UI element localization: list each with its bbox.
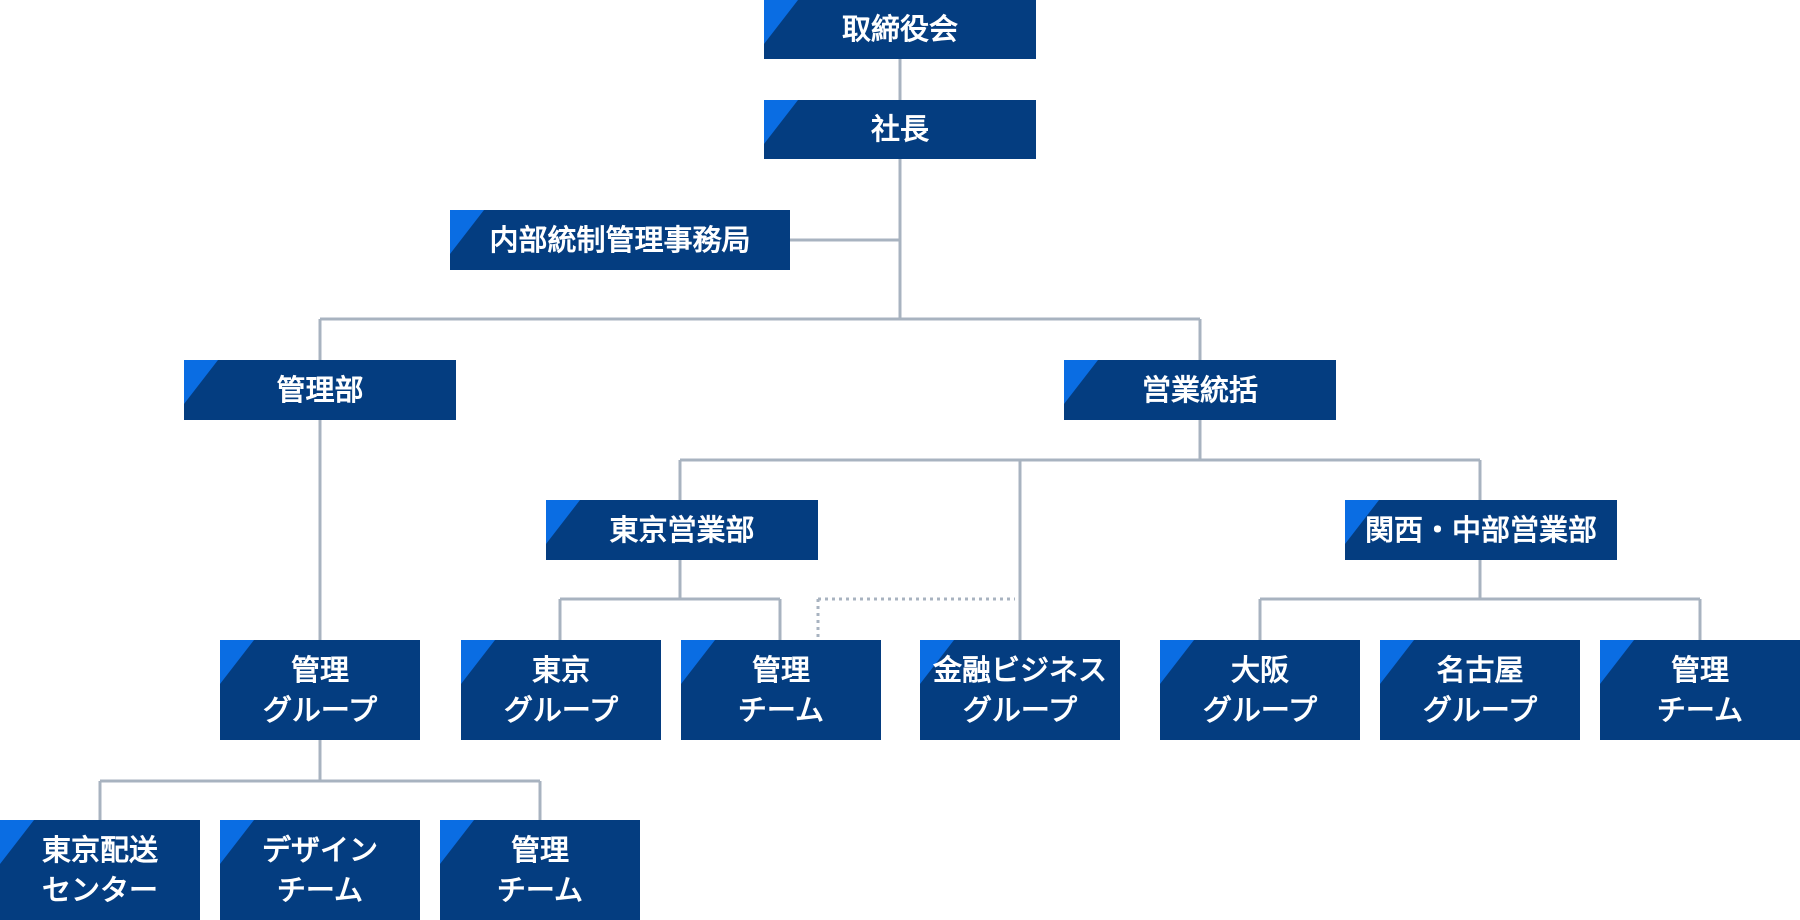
- node-board: 取締役会: [764, 0, 1036, 59]
- accent-triangle: [461, 640, 495, 684]
- node-kansai-admin-team-line2: チーム: [1656, 693, 1744, 727]
- accent-triangle: [681, 640, 715, 684]
- node-president: 社長: [764, 100, 1036, 159]
- node-admin-group-team: 管理チーム: [440, 820, 640, 920]
- node-osaka-group-line2: グループ: [1202, 693, 1318, 727]
- node-admin-group-line2: グループ: [262, 693, 378, 727]
- node-design-team-line1: デザイン: [261, 833, 378, 867]
- node-tokyo-group-line1: 東京: [531, 653, 590, 687]
- node-kansai-admin-team-line1: 管理: [1670, 653, 1729, 687]
- node-nagoya-group-line1: 名古屋: [1436, 653, 1524, 687]
- node-admin-dept: 管理部: [184, 360, 456, 420]
- node-tokyo-admin-team-line1: 管理: [751, 653, 810, 687]
- accent-triangle: [546, 500, 580, 544]
- node-tokyo-group-line2: グループ: [503, 693, 619, 727]
- node-admin-group: 管理グループ: [220, 640, 420, 740]
- accent-triangle: [440, 820, 474, 864]
- node-kansai-chubu-sales-label: 関西・中部営業部: [1364, 512, 1597, 547]
- node-admin-group-team-line1: 管理: [510, 833, 569, 867]
- node-admin-dept-label: 管理部: [276, 372, 364, 407]
- node-osaka-group: 大阪グループ: [1160, 640, 1360, 740]
- accent-triangle: [1160, 640, 1194, 684]
- node-admin-group-team-line2: チーム: [496, 873, 584, 907]
- node-tokyo-delivery-line2: センター: [41, 873, 158, 907]
- node-tokyo-delivery-line1: 東京配送: [41, 833, 158, 867]
- node-design-team: デザインチーム: [220, 820, 420, 920]
- node-internal-control: 内部統制管理事務局: [450, 210, 790, 270]
- node-nagoya-group-line2: グループ: [1422, 693, 1538, 727]
- node-president-label: 社長: [870, 112, 929, 147]
- node-tokyo-sales-label: 東京営業部: [609, 512, 755, 547]
- node-kansai-chubu-sales: 関西・中部営業部: [1345, 500, 1617, 560]
- node-tokyo-sales: 東京営業部: [546, 500, 818, 560]
- node-nagoya-group: 名古屋グループ: [1380, 640, 1580, 740]
- node-osaka-group-line1: 大阪: [1230, 653, 1289, 687]
- node-kansai-admin-team: 管理チーム: [1600, 640, 1800, 740]
- node-internal-control-label: 内部統制管理事務局: [489, 222, 751, 257]
- accent-triangle: [220, 820, 254, 864]
- node-tokyo-admin-team-line2: チーム: [737, 693, 825, 727]
- node-tokyo-admin-team: 管理チーム: [681, 640, 881, 740]
- node-tokyo-group: 東京グループ: [461, 640, 661, 740]
- accent-triangle: [0, 820, 34, 864]
- node-tokyo-delivery: 東京配送センター: [0, 820, 200, 920]
- accent-triangle: [764, 100, 798, 144]
- accent-triangle: [764, 0, 798, 44]
- accent-triangle: [220, 640, 254, 684]
- node-design-team-line2: チーム: [276, 873, 364, 907]
- node-finance-group-line1: 金融ビジネス: [932, 653, 1107, 687]
- accent-triangle: [450, 210, 484, 254]
- node-finance-group: 金融ビジネスグループ: [920, 640, 1120, 740]
- node-sales-hq: 営業統括: [1064, 360, 1336, 420]
- accent-triangle: [184, 360, 218, 404]
- node-board-label: 取締役会: [841, 12, 958, 47]
- node-admin-group-line1: 管理: [290, 653, 349, 687]
- accent-triangle: [1064, 360, 1098, 404]
- node-sales-hq-label: 営業統括: [1141, 372, 1258, 407]
- accent-triangle: [1380, 640, 1414, 684]
- node-finance-group-line2: グループ: [962, 693, 1078, 727]
- accent-triangle: [1600, 640, 1634, 684]
